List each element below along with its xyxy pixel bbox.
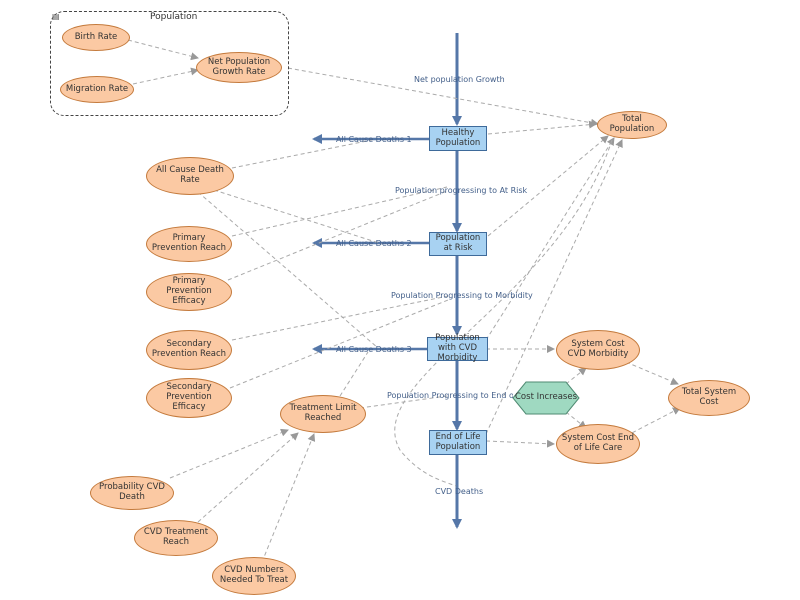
link-net-to-total <box>287 67 599 127</box>
link-costcvd-to-total <box>625 361 679 385</box>
link-nnt-to-treatment <box>261 433 316 563</box>
secondary-prevention-reach-node[interactable]: Secondary Prevention Reach <box>146 330 232 370</box>
birth-rate-node[interactable]: Birth Rate <box>62 24 130 51</box>
link-probdeath-to-treatment <box>169 428 289 479</box>
link-atrisk-to-total <box>487 135 609 237</box>
link-ppreach-to-atrisk <box>231 186 448 237</box>
population-group-box <box>50 11 289 116</box>
link-deathrate-to-deaths1 <box>231 139 373 169</box>
link-birth-to-net <box>127 39 199 61</box>
link-total-to-cvddeaths <box>394 139 613 487</box>
link-deathrate-to-deaths2 <box>213 189 383 245</box>
total-population-node[interactable]: Total Population <box>597 111 667 139</box>
link-costinc-to-costcvd <box>565 367 587 385</box>
link-morbidity-to-total <box>485 137 615 341</box>
link-ppefficacy-to-atrisk <box>227 190 448 281</box>
link-spefficacy-to-morbidity <box>229 299 449 389</box>
all-cause-deaths-1-label: All Cause Deaths 1 <box>336 135 412 144</box>
cost-increases-label: Cost Increases <box>515 392 577 403</box>
link-endoflife-to-costeol <box>485 439 555 448</box>
progressing-at-risk-label: Population progressing to At Risk <box>395 186 528 195</box>
group-collapse-icon[interactable]: ▤ <box>52 12 60 21</box>
link-deathrate-to-deaths3 <box>197 191 379 349</box>
healthy-population-stock[interactable]: Healthy Population <box>429 126 487 151</box>
probability-cvd-death-node[interactable]: Probability CVD Death <box>90 476 174 510</box>
all-cause-death-rate-node[interactable]: All Cause Death Rate <box>146 157 234 195</box>
cvd-treatment-reach-node[interactable]: CVD Treatment Reach <box>134 520 218 556</box>
end-of-life-population-stock[interactable]: End of Life Population <box>429 430 487 455</box>
migration-rate-node[interactable]: Migration Rate <box>60 76 134 103</box>
population-cvd-morbidity-stock[interactable]: Population with CVD Morbidity <box>427 333 488 363</box>
system-cost-cvd-morbidity-node[interactable]: System Cost CVD Morbidity <box>556 330 640 370</box>
all-cause-deaths-3-label: All Cause Deaths 3 <box>336 345 412 354</box>
hexagon-shape <box>512 381 580 415</box>
link-spreach-to-morbidity <box>231 295 449 341</box>
link-cvdreach-to-treatment <box>197 432 299 523</box>
treatment-limit-reached-node[interactable]: Treatment Limit Reached <box>280 395 366 433</box>
link-treatment-to-deaths3 <box>339 351 369 397</box>
progressing-end-of-life-label: Population Progressing to End of Life <box>387 391 513 400</box>
secondary-prevention-efficacy-node[interactable]: Secondary Prevention Efficacy <box>146 378 232 418</box>
cvd-numbers-needed-to-treat-node[interactable]: CVD Numbers Needed To Treat <box>212 557 296 595</box>
net-population-growth-label: Net population Growth <box>414 75 505 84</box>
primary-prevention-efficacy-node[interactable]: Primary Prevention Efficacy <box>146 273 232 311</box>
net-population-growth-rate-node[interactable]: Net Population Growth Rate <box>196 52 282 83</box>
link-endoflife-to-total <box>485 139 623 435</box>
group-title: Population <box>150 12 198 22</box>
system-cost-end-of-life-care-node[interactable]: System Cost End of Life Care <box>556 424 640 464</box>
link-costeol-to-total <box>625 407 681 437</box>
primary-prevention-reach-node[interactable]: Primary Prevention Reach <box>146 226 232 262</box>
cost-increases-node[interactable]: Cost Increases <box>512 381 580 415</box>
all-cause-deaths-2-label: All Cause Deaths 2 <box>336 239 412 248</box>
cvd-deaths-label: CVD Deaths <box>435 487 484 496</box>
link-healthy-to-total <box>487 120 597 135</box>
total-system-cost-node[interactable]: Total System Cost <box>668 380 750 416</box>
population-at-risk-stock[interactable]: Population at Risk <box>429 232 487 256</box>
progressing-morbidity-label: Population Progressing to Morbidity <box>391 291 533 300</box>
